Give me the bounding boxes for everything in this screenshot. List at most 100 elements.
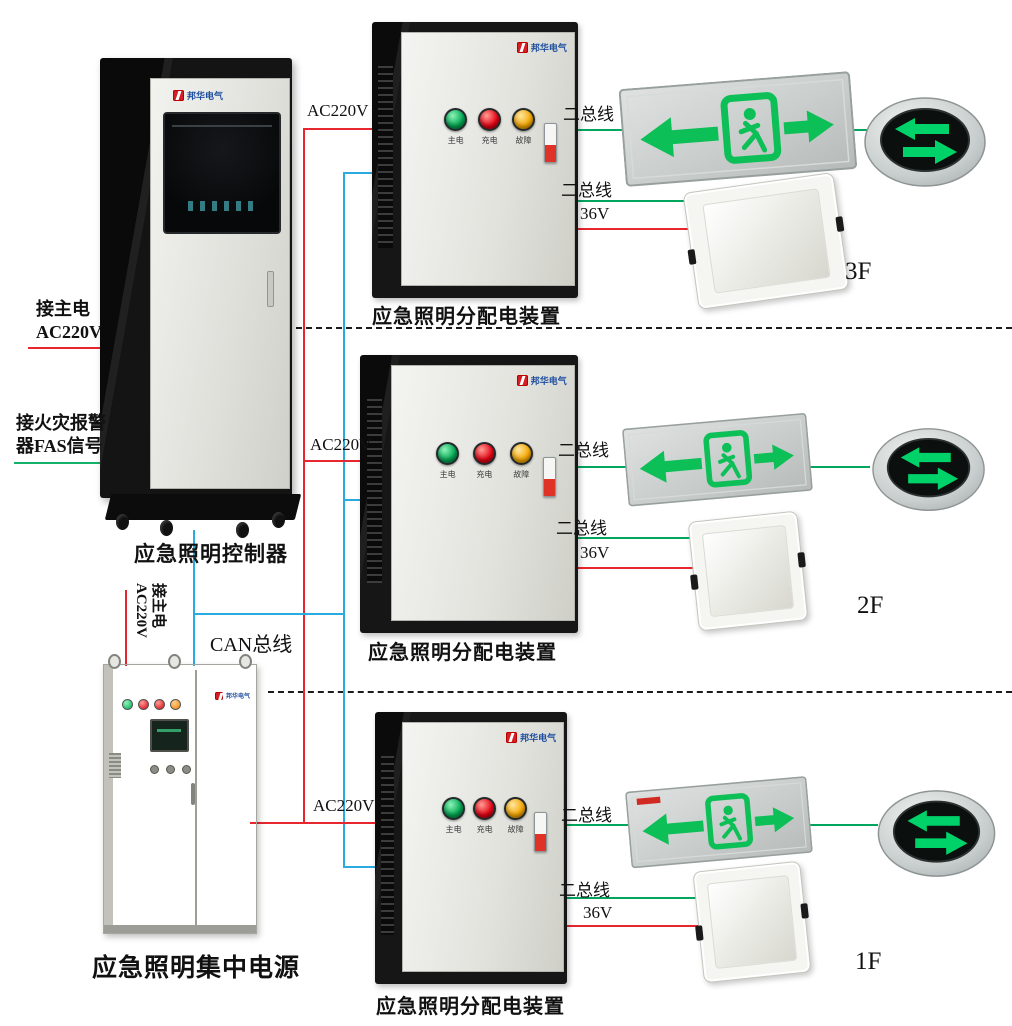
exit-sign-2f — [622, 413, 813, 507]
downlight-3f — [682, 171, 850, 311]
sign-red-badge — [636, 796, 661, 805]
lifting-eye — [239, 654, 252, 669]
distribution-box-label-2f: 应急照明分配电装置 — [368, 642, 557, 664]
downlight-2f — [687, 510, 809, 632]
ac220v-label-2f: AC220V — [310, 435, 372, 454]
light-label: 故障 — [507, 824, 524, 834]
brand-logo-icon — [516, 374, 528, 386]
fault-light — [504, 796, 528, 820]
brand-logo-text: 邦华电气 — [225, 694, 250, 700]
bus-label-2f-1: 二总线 — [558, 441, 609, 460]
wire-ac220v-riser — [303, 128, 305, 822]
wire-36v-2f — [578, 567, 709, 569]
brand-logo-text: 邦华电气 — [187, 91, 224, 102]
power-supply-display — [149, 718, 189, 753]
distribution-box-3f: 邦华电气 主电 充电 故障 — [372, 22, 578, 298]
distribution-box-2f: 邦华电气 主电 充电 故障 — [360, 355, 578, 633]
wire-ac220v-from-power-cabinet — [250, 822, 377, 824]
power-indicator-red — [154, 699, 165, 710]
left-arrow-icon — [642, 813, 704, 845]
brand-logo-text: 邦华电气 — [530, 375, 567, 386]
v36-label-1f: 36V — [583, 903, 613, 922]
light-label: 充电 — [476, 824, 493, 834]
charge-light — [473, 796, 497, 820]
ac220v-label-1f: AC220V — [313, 796, 375, 815]
wire-can-bus-riser — [343, 172, 345, 866]
wire-bus-3f-2 — [578, 200, 702, 202]
charge-light — [472, 441, 496, 465]
controller-screen-readout — [187, 200, 256, 211]
power-indicator-green — [122, 699, 133, 710]
downlight-panel — [701, 188, 831, 294]
running-man-icon — [738, 108, 768, 153]
wire-can-2f — [343, 499, 363, 501]
right-arrow-icon — [753, 444, 794, 470]
running-man-icon — [719, 805, 743, 841]
floor-divider-2f-1f — [268, 691, 1012, 693]
vent-slots — [366, 399, 382, 583]
power-indicator-red — [138, 699, 149, 710]
panel-button — [150, 765, 159, 774]
indicator-lights: 主电 充电 故障 — [438, 796, 531, 835]
fas-label-line2: 器FAS信号 — [16, 435, 103, 456]
charge-light — [478, 108, 502, 132]
distribution-box-label-3f: 应急照明分配电装置 — [372, 306, 561, 328]
panel-button — [166, 765, 175, 774]
mounting-clip — [690, 574, 699, 590]
distribution-box-1f: 邦华电气 主电 充电 故障 — [375, 712, 567, 984]
power-supply-label: 应急照明集中电源 — [92, 955, 301, 982]
wire-ac220v-3f — [303, 128, 373, 130]
fault-light — [512, 108, 535, 132]
lifting-eye — [108, 654, 121, 669]
brand-logo-text: 邦华电气 — [530, 42, 567, 53]
door-frame-icon — [720, 92, 782, 164]
wire-fas-signal — [14, 462, 112, 464]
wire-bus-1f-2 — [563, 897, 703, 899]
main-power-light — [444, 108, 468, 132]
light-label: 主电 — [439, 469, 456, 479]
brand-logo: 邦华电气 — [506, 731, 556, 744]
can-bus-label: CAN总线 — [210, 634, 293, 656]
brand-logo: 邦华电气 — [516, 374, 567, 387]
power-cabinet-mains-label: 接主电 AC220V — [132, 583, 166, 669]
right-arrow-icon — [783, 110, 834, 143]
panel-button — [182, 765, 191, 774]
wire-bus-2f-2 — [578, 537, 705, 539]
wire-ac220v-2f — [303, 460, 363, 462]
fault-light — [509, 441, 533, 465]
arrow-right-icon — [903, 140, 957, 164]
caster-wheel — [160, 520, 173, 536]
running-man-icon — [718, 442, 741, 479]
breaker-switch — [534, 811, 548, 852]
vent-slots — [378, 66, 393, 249]
main-power-light — [436, 441, 460, 465]
light-label: 主电 — [447, 136, 464, 146]
power-feed-line2: AC220V — [133, 583, 149, 638]
wire-can-1f — [343, 866, 377, 868]
caster-wheel — [116, 514, 129, 530]
controller-label: 应急照明控制器 — [134, 542, 288, 566]
downlight-panel — [701, 524, 795, 618]
door-frame-icon — [703, 430, 753, 488]
lifting-eye — [168, 654, 181, 669]
caster-wheel — [272, 512, 285, 528]
light-label: 故障 — [515, 136, 532, 146]
mounting-clip — [800, 902, 809, 919]
floor-label-2f: 2F — [857, 592, 884, 619]
power-feed-line1: 接主电 — [150, 583, 166, 629]
mounting-clip — [797, 552, 806, 568]
wire-mains-to-controller — [28, 347, 112, 349]
exit-sign-1f — [625, 776, 813, 869]
centralized-power-supply-cabinet: 邦华电气 — [103, 654, 257, 934]
bus-label-1f-2: 二总线 — [559, 881, 610, 900]
brand-logo-icon — [506, 731, 518, 743]
fas-label-line1: 接火灾报警 — [16, 413, 106, 433]
arrow-left-icon — [895, 118, 949, 140]
mounting-clip — [835, 216, 845, 233]
mains-label-line1: 接主电 — [36, 299, 90, 319]
light-label: 主电 — [445, 824, 462, 834]
arrow-right-icon — [915, 831, 968, 855]
vent-grid — [108, 753, 121, 778]
wire-can-from-controller — [193, 530, 195, 666]
bus-label-3f-1: 二总线 — [563, 105, 614, 124]
